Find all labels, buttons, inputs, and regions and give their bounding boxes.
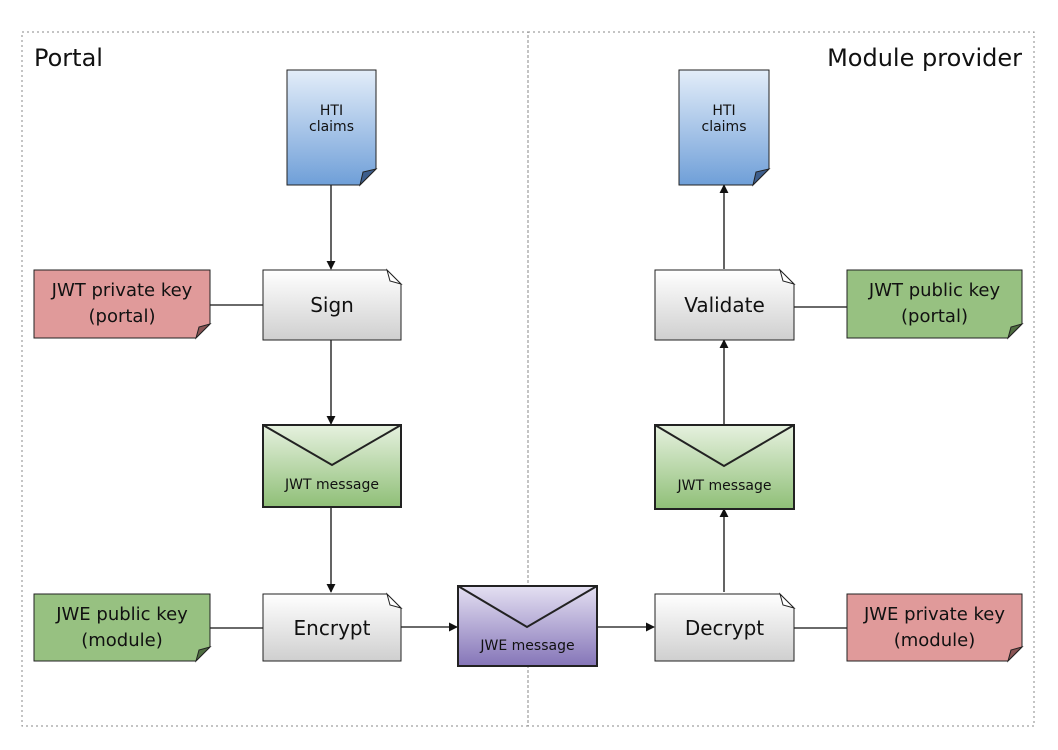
provider-title: Module provider	[827, 44, 1022, 72]
sign-fold	[386, 268, 403, 285]
jwe-public-key-fold	[195, 646, 212, 663]
validate-fold	[779, 268, 796, 285]
jwe-envelope-flap	[457, 585, 598, 629]
jwe-message-label: JWE message	[480, 638, 575, 654]
jwt-public-key-fold	[1007, 323, 1024, 340]
sign-box	[262, 269, 402, 341]
validate-label: Validate	[684, 293, 765, 317]
encrypt-fold	[386, 592, 403, 609]
portal-jwt-envelope-flap	[262, 424, 402, 467]
jwt-private-key-fold	[195, 323, 212, 340]
encrypt-box	[262, 593, 402, 662]
portal-hti-claims-fold	[359, 168, 378, 187]
portal-title: Portal	[34, 44, 103, 72]
decrypt-label: Decrypt	[684, 615, 765, 640]
jwe-public-key-label: JWE public key (module)	[56, 603, 188, 651]
provider-hti-claims-label: HTI claims	[701, 103, 747, 135]
provider-jwt-message-label: JWT message	[677, 478, 772, 494]
sign-label: Sign	[310, 293, 354, 317]
provider-hti-claims-fold	[752, 168, 771, 187]
jwe-private-key-fold	[1007, 646, 1024, 663]
encrypt-label: Encrypt	[293, 615, 371, 640]
validate-box	[654, 269, 795, 341]
jwt-private-key-label: JWT private key (portal)	[51, 280, 193, 327]
portal-hti-claims-label: HTI claims	[309, 103, 354, 135]
decrypt-box	[654, 593, 795, 662]
provider-jwt-envelope-flap	[654, 424, 795, 468]
decrypt-fold	[779, 592, 796, 609]
jwt-public-key-label: JWT public key (portal)	[868, 280, 1001, 327]
jwe-private-key-label: JWE private key (module)	[863, 603, 1006, 651]
portal-jwt-message-label: JWT message	[285, 477, 379, 493]
